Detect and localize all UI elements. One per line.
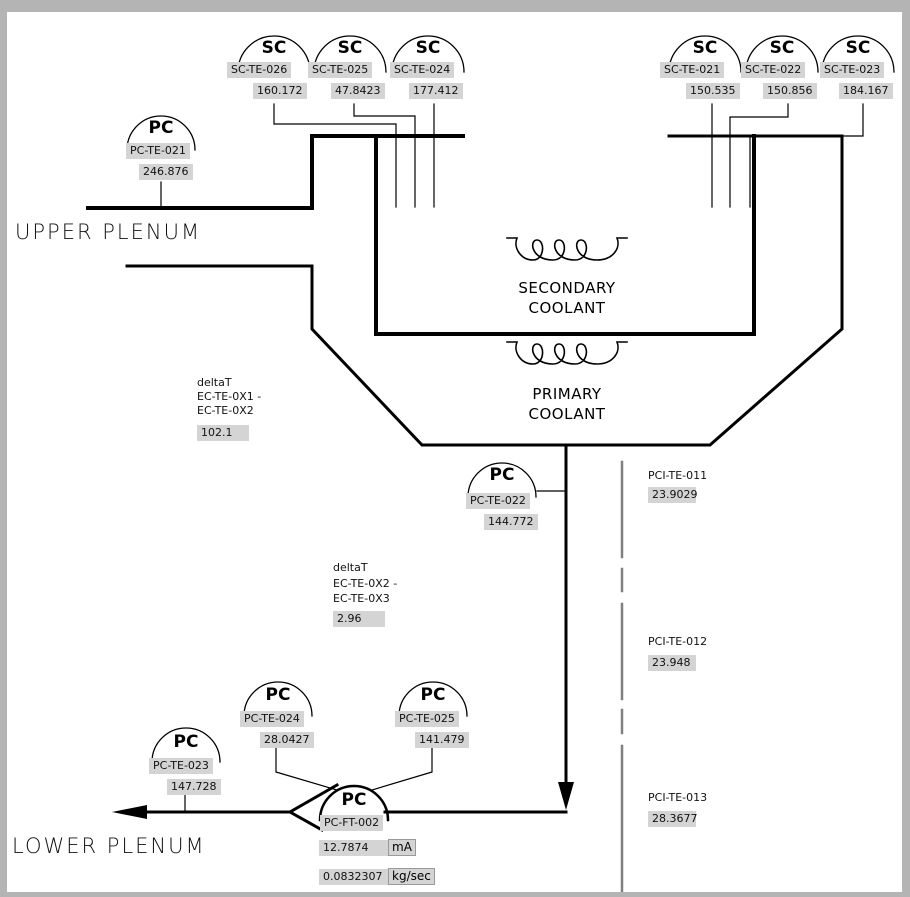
instrument-value: 147.728 (167, 779, 221, 795)
instrument-symbol: PC (420, 685, 446, 705)
delta-t-title: deltaT (197, 376, 232, 389)
instrument-tag: SC-TE-022 (741, 62, 806, 78)
delta-t-formula-line1: EC-TE-0X2 - (333, 577, 398, 590)
instrument-value: 141.479 (415, 732, 469, 748)
pc-ft-002-arc (318, 784, 390, 822)
primary-coolant-line2: COOLANT (528, 405, 606, 423)
instrument-symbol: PC (148, 118, 174, 138)
primary-coil (506, 341, 628, 365)
instrument-value: 150.535 (686, 83, 740, 99)
instrument-tag: SC-TE-021 (660, 62, 725, 78)
instrument-tag: PC-TE-022 (466, 493, 530, 509)
instrument-tag: SC-TE-025 (308, 62, 373, 78)
primary-coolant-line1: PRIMARY (532, 385, 602, 403)
pc-te-024-line (275, 744, 338, 791)
upper-plenum-pipe-top (86, 134, 465, 210)
instrument-symbol: SC (769, 38, 795, 58)
sc-te-024-arc (391, 35, 465, 73)
lower-plenum-label: LOWER PLENUM (12, 834, 206, 858)
pci-value: 28.3677 (648, 811, 698, 827)
delta-t-value: 2.96 (333, 611, 385, 627)
instrument-symbol: PC (265, 685, 291, 705)
pci-tag: PCI-TE-013 (648, 791, 708, 804)
delta-t-formula-line1: EC-TE-0X1 - (197, 390, 262, 403)
secondary-coolant-line2: COOLANT (528, 299, 606, 317)
instrument-value: 246.876 (139, 164, 193, 180)
instrument-value: 177.412 (409, 83, 463, 99)
upper-plenum-label: UPPER PLENUM (15, 220, 202, 244)
delta-t-formula-line2: EC-TE-0X2 (197, 404, 254, 417)
instrument-value: 150.856 (763, 83, 817, 99)
secondary-vessel (374, 134, 756, 336)
flow-transmitter-venturi (286, 782, 340, 833)
sc-te-022-arc (745, 35, 819, 73)
pci-value: 23.9029 (648, 487, 698, 503)
flow-value: 0.0832307 (319, 869, 389, 885)
pc-te-021-arc (126, 115, 196, 151)
sc-te-025-arc (313, 35, 387, 73)
current-value: 12.7874 (319, 840, 389, 856)
instrument-value: 144.772 (484, 514, 538, 530)
pc-te-023-arc (151, 727, 221, 763)
instrument-value: 28.0427 (260, 732, 314, 748)
schematic-panel: UPPER PLENUM LOWER PLENUM SECONDARY COOL… (7, 12, 902, 892)
delta-t-title: deltaT (333, 561, 368, 574)
sc-te-026-line (273, 103, 397, 208)
sc-te-021-arc (668, 35, 742, 73)
sc-te-023-arc (821, 35, 895, 73)
current-unit: mA (388, 839, 416, 856)
instrument-tag: PC-TE-023 (149, 758, 213, 774)
pc-te-025-line (371, 744, 433, 791)
instrument-symbol: SC (692, 38, 718, 58)
instrument-tag: PC-TE-021 (126, 143, 190, 159)
lower-plenum-arrow (112, 805, 147, 819)
secondary-coolant-line1: SECONDARY (518, 279, 616, 297)
pc-te-025-arc (398, 681, 468, 717)
instrument-symbol: PC (173, 732, 199, 752)
instrument-tag: PC-TE-025 (395, 711, 459, 727)
instrument-value: 47.8423 (331, 83, 385, 99)
pc-te-024-arc (243, 681, 313, 717)
sc-te-026-arc (237, 35, 311, 73)
pci-value: 23.948 (648, 655, 696, 671)
sc-te-022-line (729, 103, 789, 208)
primary-coolant-label: PRIMARY COOLANT (487, 384, 647, 424)
instrument-symbol: SC (845, 38, 871, 58)
instrument-symbol: SC (337, 38, 363, 58)
delta-t-value: 102.1 (197, 425, 249, 441)
instrument-tag: SC-TE-026 (227, 62, 292, 78)
instrument-value: 184.167 (839, 83, 893, 99)
flow-unit: kg/sec (388, 868, 435, 885)
sc-te-023-line (749, 103, 864, 208)
instrument-symbol: SC (415, 38, 441, 58)
pc-te-022-arc (467, 462, 537, 498)
instrument-tag: SC-TE-023 (820, 62, 885, 78)
delta-t-formula-line2: EC-TE-0X3 (333, 592, 390, 605)
process-diagram (86, 35, 895, 892)
secondary-coil (506, 237, 628, 261)
instrument-symbol: PC (341, 790, 367, 810)
instrument-symbol: PC (489, 465, 515, 485)
instrument-value: 160.172 (253, 83, 307, 99)
downcomer-arrow (558, 782, 574, 810)
sc-te-025-line (353, 103, 416, 208)
pci-tag: PCI-TE-012 (648, 635, 708, 648)
instrument-tag: PC-TE-024 (240, 711, 304, 727)
secondary-coolant-label: SECONDARY COOLANT (487, 278, 647, 318)
instrument-symbol: SC (261, 38, 287, 58)
instrument-tag: PC-FT-002 (320, 815, 384, 831)
instrument-tag: SC-TE-024 (390, 62, 455, 78)
pci-tag: PCI-TE-011 (648, 469, 708, 482)
